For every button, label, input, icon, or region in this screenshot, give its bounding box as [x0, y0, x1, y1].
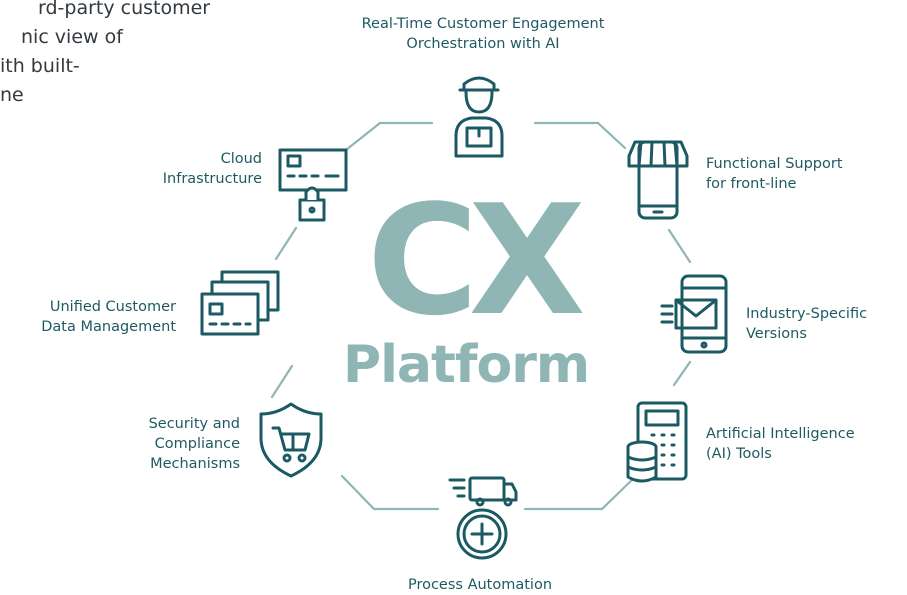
fast-delivery-clock-icon [448, 476, 518, 560]
intro-line-1: rd-party customer [38, 0, 211, 19]
label-industry-specific: Industry-Specific Versions [746, 306, 868, 342]
label-security-compliance: Security and Compliance Mechanisms [148, 416, 240, 472]
label-ai-tools: Artificial Intelligence (AI) Tools [706, 426, 855, 462]
label-functional-support: Functional Support for front-line [706, 156, 843, 192]
card-lock-icon [278, 148, 348, 222]
intro-line-2: nic view of [21, 26, 123, 48]
intro-line-3: ith built- [0, 55, 80, 77]
mobile-storefront-icon [627, 140, 689, 220]
ring-segment-bottom-left-diag [340, 474, 376, 511]
intro-text-fragment: rd-party customer nic view of ith built-… [0, 0, 240, 139]
label-cloud-infrastructure: Cloud Infrastructure [162, 151, 262, 187]
delivery-person-icon [454, 76, 504, 158]
label-real-time-engagement: Real-Time Customer Engagement Orchestrat… [361, 16, 605, 52]
ring-segment-top-left [344, 121, 382, 152]
ring-segment-right-upper [667, 228, 692, 264]
label-process-automation: Process Automation [407, 577, 553, 593]
ring-segment-left-lower [270, 364, 294, 399]
mobile-email-icon [660, 274, 728, 354]
ring-segment-right-lower [672, 360, 692, 387]
shield-cart-icon [259, 402, 323, 478]
intro-line-4: ne [0, 84, 24, 106]
cards-icon [200, 270, 280, 336]
ring-segment-top-right-diag [596, 121, 627, 150]
cx-title: CX [367, 172, 586, 349]
ring-segment-bottom-right-diag [600, 473, 639, 511]
platform-subtitle: Platform [343, 335, 590, 395]
calculator-database-icon [626, 401, 688, 483]
ring-segment-left-upper [274, 226, 298, 261]
label-unified-customer-data: Unified Customer Data Management [41, 299, 176, 335]
